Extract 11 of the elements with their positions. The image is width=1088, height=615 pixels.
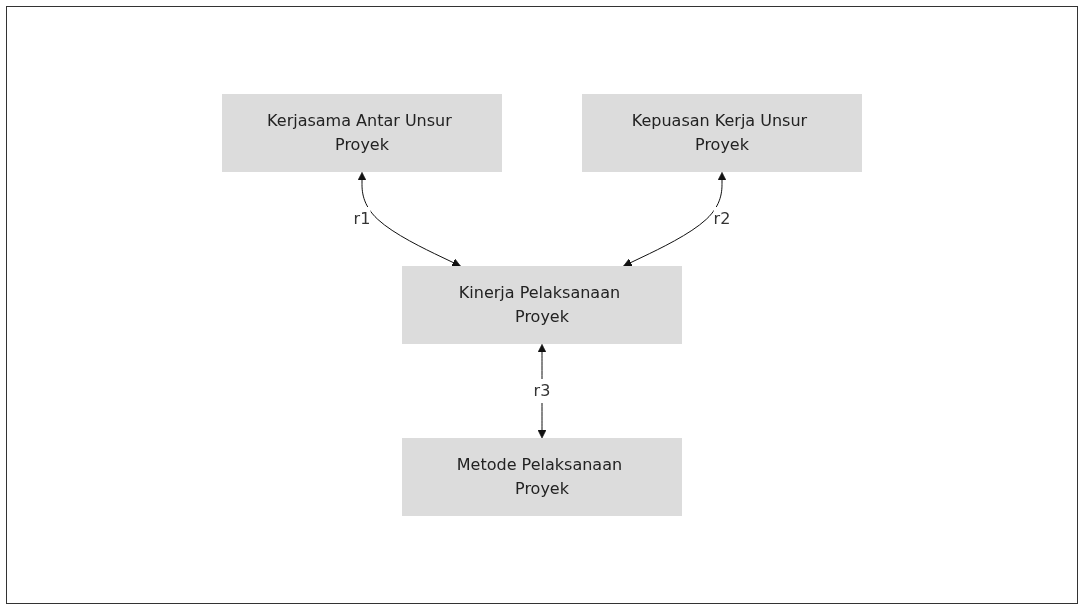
edge-label: r2 bbox=[713, 209, 731, 228]
node-box bbox=[402, 266, 682, 344]
arrow bbox=[357, 172, 461, 267]
edge-label: r3 bbox=[533, 381, 551, 400]
arrow bbox=[623, 172, 727, 267]
arrow bbox=[537, 344, 547, 439]
edge-label: r1 bbox=[353, 209, 371, 228]
diagram-frame: r1 r2 r3 Kepuasan Kerja Unsur Proyek Kerjasama Antar Unsur Proyek Kinerja Pelaksanaan Proyek Metode Pelaksanaan Proyek bbox=[6, 6, 1078, 604]
node-box bbox=[582, 94, 862, 172]
node-box bbox=[402, 438, 682, 516]
node-box bbox=[222, 94, 502, 172]
